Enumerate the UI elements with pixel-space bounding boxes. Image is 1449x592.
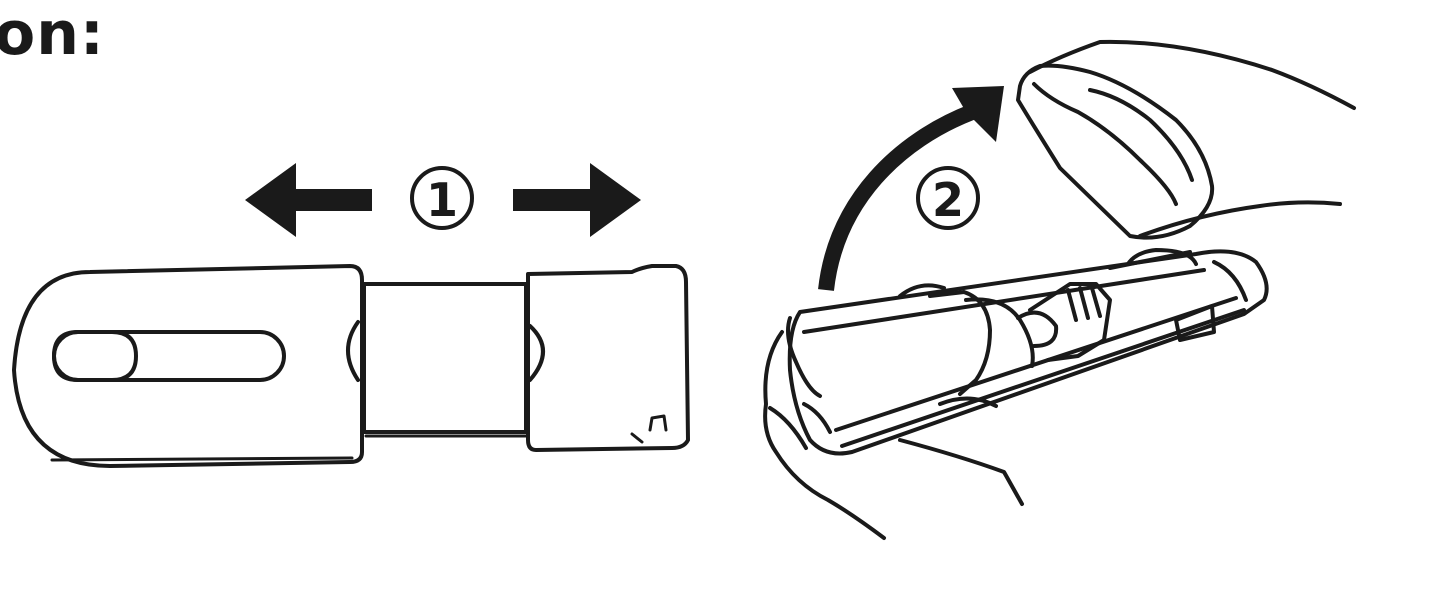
lift-up-arrow-icon <box>818 86 1004 291</box>
section-heading: on: <box>0 0 105 69</box>
device-right-cap <box>526 264 690 452</box>
hand-left <box>763 330 886 540</box>
curved-arrow-head <box>952 86 1004 142</box>
device-extended <box>12 264 690 468</box>
device-left-housing <box>12 264 364 468</box>
slide-apart-arrows-icon <box>245 163 641 237</box>
device-middle-section <box>362 282 528 434</box>
step-1-number: 1 <box>426 173 458 227</box>
curved-arrow-shaft <box>818 104 975 291</box>
device-lid <box>1016 63 1215 240</box>
device-opened <box>763 39 1356 540</box>
hand-right <box>1028 39 1356 110</box>
slider-knob <box>52 330 138 382</box>
internal-mechanism <box>928 290 992 396</box>
step-1-badge: 1 <box>410 166 474 230</box>
step-2-number: 2 <box>932 173 964 227</box>
arrow-left-icon <box>245 163 372 237</box>
arrow-right-icon <box>513 163 641 237</box>
step-2-badge: 2 <box>916 166 980 230</box>
slider-window <box>52 330 286 382</box>
device-base-tray <box>787 249 1269 456</box>
